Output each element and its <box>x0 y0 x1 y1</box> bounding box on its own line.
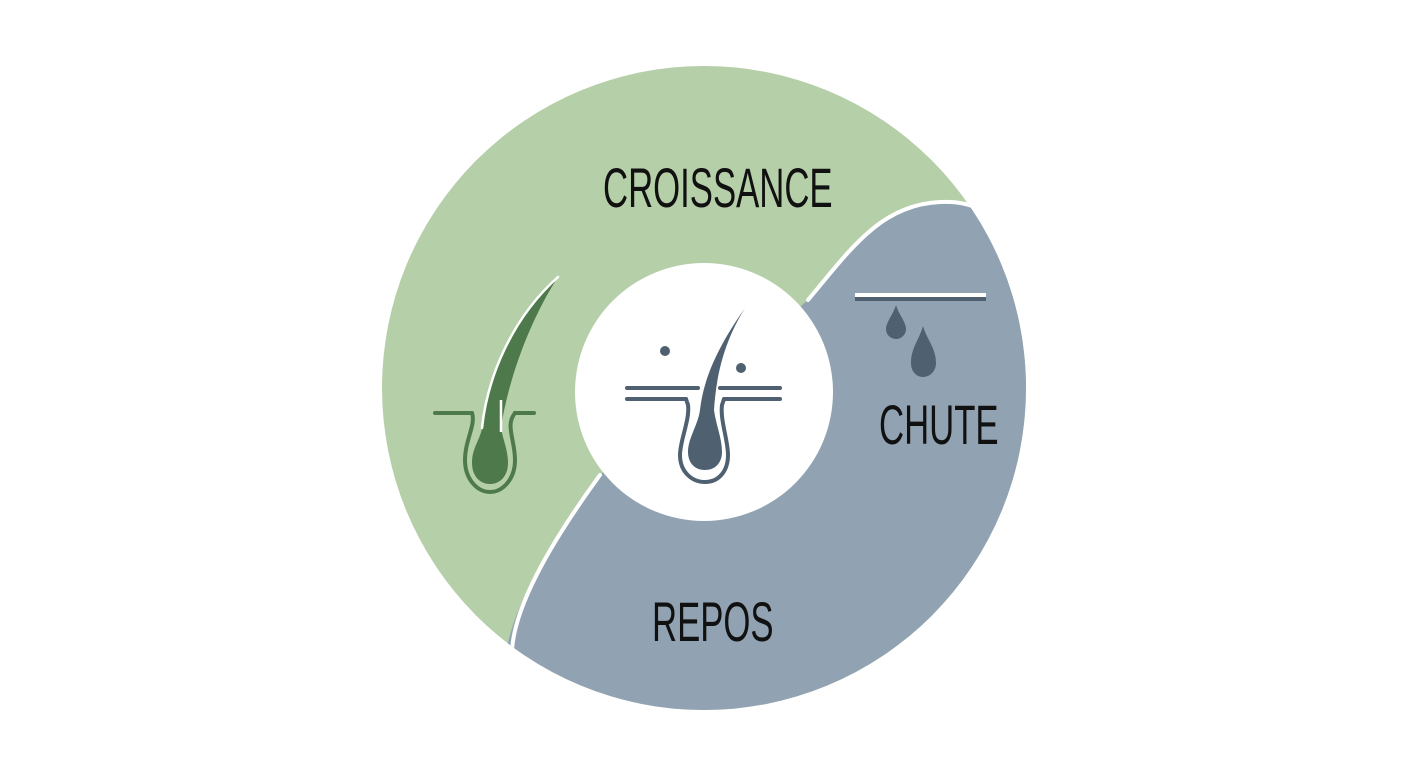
hair-follicle-icon <box>625 308 782 485</box>
separator-bottom <box>510 473 602 652</box>
shedding-label: CHUTE <box>879 393 999 456</box>
separator-top <box>806 199 982 302</box>
rest-label: REPOS <box>652 590 774 653</box>
growing-hair-follicle-icon <box>433 275 560 495</box>
falling-drops-icon <box>855 293 986 377</box>
growth-label: CROISSANCE <box>603 156 833 219</box>
